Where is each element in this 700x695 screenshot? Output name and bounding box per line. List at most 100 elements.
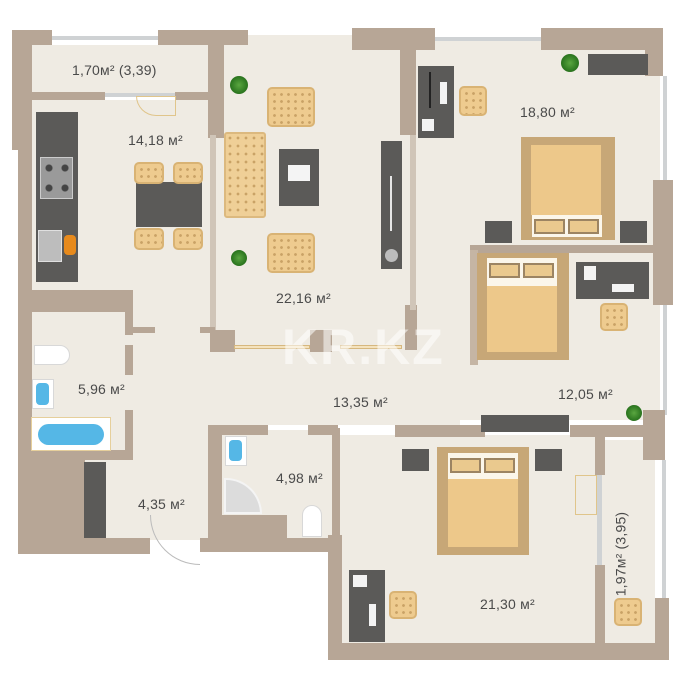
wall: [400, 40, 416, 135]
wall: [175, 92, 210, 100]
nightstand: [402, 449, 429, 471]
armchair-icon: [267, 87, 315, 127]
bathtub-water-icon: [38, 424, 104, 445]
plant-icon: [231, 250, 247, 266]
wall: [410, 135, 416, 310]
room-label-bedroom-bottom: 21,30 м²: [480, 596, 535, 612]
sink-basin-icon: [36, 383, 49, 405]
sink-icon: [38, 230, 62, 262]
window: [435, 37, 543, 41]
room-label-bedroom-top: 18,80 м²: [520, 104, 575, 120]
bed-icon: [477, 253, 569, 360]
speaker-icon: [385, 249, 398, 262]
entrance-door[interactable]: [150, 515, 200, 565]
wall: [125, 410, 133, 455]
chair-icon: [459, 86, 487, 116]
wall: [210, 330, 235, 352]
armchair-icon: [267, 233, 315, 273]
wall: [222, 515, 287, 545]
sliding-door[interactable]: [234, 345, 310, 349]
chair-icon: [173, 162, 203, 184]
sink-basin-icon: [229, 440, 242, 461]
wall: [541, 28, 663, 50]
room-label-balcony-top: 1,70м² (3,39): [72, 62, 157, 78]
wall: [570, 425, 650, 437]
nightstand: [620, 221, 647, 243]
wall: [158, 30, 248, 45]
wall: [208, 425, 222, 545]
chair-icon: [134, 162, 164, 184]
wall: [30, 92, 105, 100]
balcony-door[interactable]: [575, 475, 597, 515]
keyboard-icon: [440, 82, 447, 104]
wall: [405, 305, 417, 350]
sliding-door[interactable]: [340, 345, 402, 349]
window: [52, 36, 160, 40]
sofa-icon: [224, 132, 266, 218]
room-label-entrance: 4,35 м²: [138, 496, 185, 512]
wall: [645, 28, 663, 76]
wall: [470, 245, 655, 253]
dresser: [588, 54, 648, 75]
window: [597, 475, 602, 565]
bread-icon: [64, 235, 76, 255]
paper-icon: [584, 266, 596, 280]
room-label-hall: 13,35 м²: [333, 394, 388, 410]
wall: [332, 428, 340, 548]
wall: [470, 250, 478, 365]
room-label-bedroom-mid: 12,05 м²: [558, 386, 613, 402]
bed-icon: [437, 447, 529, 555]
wall: [208, 30, 224, 138]
monitor-icon: [429, 72, 431, 108]
floor-balcony-top: [30, 45, 210, 93]
window: [663, 305, 667, 415]
tv-icon: [390, 176, 392, 231]
wall: [133, 327, 155, 333]
wall: [653, 180, 673, 305]
wall: [595, 437, 605, 475]
room-label-balcony-right: 1,97м² (3,95): [612, 511, 629, 597]
wall: [395, 425, 485, 437]
toilet-icon: [302, 505, 322, 537]
room-label-kitchen: 14,18 м²: [128, 132, 183, 148]
chair-icon: [600, 303, 628, 331]
wall: [308, 425, 338, 435]
wall: [30, 290, 132, 312]
paper-icon: [353, 575, 367, 587]
wall: [125, 290, 133, 335]
keyboard-icon: [369, 604, 376, 626]
chair-icon: [134, 228, 164, 250]
bed-icon: [521, 137, 615, 240]
wall: [12, 30, 52, 45]
wardrobe: [84, 462, 106, 538]
wall: [208, 425, 268, 435]
magazine-icon: [288, 165, 310, 181]
room-label-bath-left: 5,96 м²: [78, 381, 125, 397]
plant-icon: [230, 76, 248, 94]
chair-icon: [389, 591, 417, 619]
room-label-living: 22,16 м²: [276, 290, 331, 306]
plant-icon: [561, 54, 579, 72]
keyboard-icon: [612, 284, 634, 292]
wall: [210, 135, 216, 330]
window: [105, 93, 175, 97]
window: [662, 460, 666, 600]
wall: [595, 565, 605, 655]
wall: [125, 345, 133, 375]
wall: [18, 538, 150, 554]
plant-icon: [626, 405, 642, 421]
window: [663, 76, 667, 180]
nightstand: [485, 221, 512, 243]
toilet-icon: [34, 345, 70, 365]
watermark: KR.KZ: [282, 319, 445, 375]
room-label-shower: 4,98 м²: [276, 470, 323, 486]
chair-icon: [614, 598, 642, 626]
stove-icon: [40, 157, 73, 199]
wall: [328, 535, 342, 655]
wall: [200, 327, 215, 333]
wall: [352, 28, 435, 50]
dining-table: [136, 182, 202, 227]
tv-stand: [481, 415, 569, 432]
wall: [12, 30, 32, 150]
